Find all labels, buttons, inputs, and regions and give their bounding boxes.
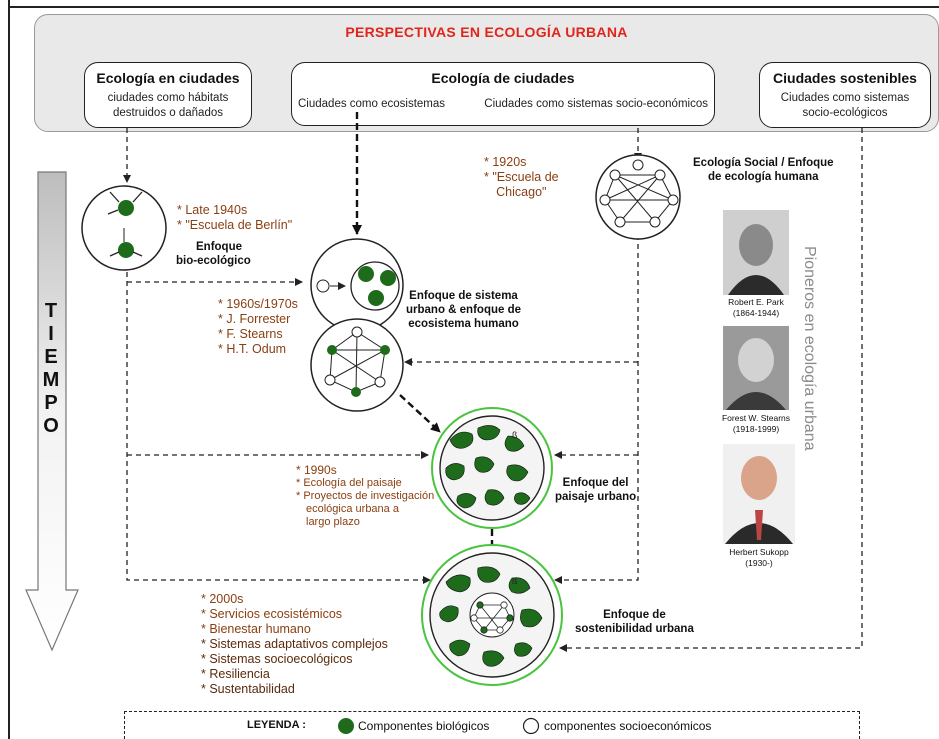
caption-forest-stearns: Forest W. Stearns (1918-1999) bbox=[710, 413, 802, 435]
era-line: * Sistemas adaptativos complejos bbox=[201, 637, 388, 651]
era-line: * Proyectos de investigación bbox=[296, 490, 435, 502]
perspective-ecologia-de-ciudades: Ecología de ciudades Ciudades como ecosi… bbox=[291, 62, 715, 126]
paisaje-urbano-circle: ß bbox=[431, 407, 553, 529]
perspective-left-subtitle: Ciudades como ecosistemas bbox=[298, 98, 446, 110]
time-label: TIEMPO bbox=[40, 300, 62, 438]
era-line: * Resiliencia bbox=[201, 667, 270, 681]
legend-bio-label: Componentes biológicos bbox=[358, 719, 490, 733]
label-enfoque-bio-ecologico: Enfoque bio-ecológico bbox=[176, 240, 251, 268]
label-line: bio-ecológico bbox=[176, 255, 251, 267]
label-enfoque-sostenibilidad: Enfoque de sostenibilidad urbana bbox=[575, 608, 694, 636]
label-line: ecosistema humano bbox=[408, 318, 519, 330]
era-line: * Bienestar humano bbox=[201, 622, 311, 636]
label-line: urbano & enfoque de bbox=[406, 304, 521, 316]
legend-box bbox=[124, 711, 860, 739]
caption-name: Herbert Sukopp bbox=[729, 547, 789, 557]
era-2000s: * 2000s * Servicios ecosistémicos * Bien… bbox=[201, 592, 388, 697]
perspective-ecologia-en-ciudades: Ecología en ciudades ciudades como hábit… bbox=[84, 62, 252, 128]
era-line: * "Escuela de Berlín" bbox=[177, 218, 293, 232]
time-arrow bbox=[25, 171, 79, 652]
caption-years: (1930-) bbox=[745, 558, 773, 568]
perspective-title: Ciudades sostenibles bbox=[773, 70, 917, 86]
pioneers-label: Pioneros en ecología urbana bbox=[800, 246, 824, 476]
era-1920s: * 1920s * "Escuela de Chicago" bbox=[484, 155, 559, 200]
era-line: * Sistemas socioecológicos bbox=[201, 652, 353, 666]
perspective-title: Ecología de ciudades bbox=[431, 70, 575, 86]
perspective-ciudades-sostenibles: Ciudades sostenibles Ciudades como siste… bbox=[759, 62, 931, 128]
caption-robert-park: Robert E. Park (1864-1944) bbox=[710, 297, 802, 319]
caption-years: (1864-1944) bbox=[732, 308, 780, 318]
ecosistema-humano-circle bbox=[310, 318, 404, 412]
perspective-subtitle-2: socio-ecológicos bbox=[802, 107, 888, 119]
svg-text:ß: ß bbox=[512, 576, 518, 586]
caption-name: Robert E. Park bbox=[728, 297, 784, 307]
era-line: * H.T. Odum bbox=[218, 342, 287, 356]
era-1990s: * 1990s * Ecología del paisaje * Proyect… bbox=[296, 464, 434, 529]
pioneers-label-text: Pioneros en ecología urbana bbox=[801, 246, 818, 451]
photo-robert-park bbox=[723, 210, 789, 295]
sistema-urbano-circle bbox=[310, 238, 404, 332]
label-line: Enfoque del bbox=[562, 477, 629, 489]
perspective-subtitle-2: destruidos o dañados bbox=[113, 107, 223, 119]
era-line: * J. Forrester bbox=[218, 312, 291, 326]
label-line: paisaje urbano bbox=[555, 491, 637, 503]
label-line: Ecología Social / Enfoque bbox=[693, 157, 834, 169]
era-1960s: * 1960s/1970s * J. Forrester * F. Stearn… bbox=[218, 297, 298, 357]
caption-herbert-sukopp: Herbert Sukopp (1930-) bbox=[713, 547, 805, 569]
era-line: * 2000s bbox=[201, 592, 244, 606]
label-line: Enfoque de bbox=[603, 609, 666, 621]
era-line: ecológica urbana a bbox=[306, 503, 399, 515]
legend-white-circle bbox=[522, 717, 540, 735]
era-line: * 1960s/1970s bbox=[218, 297, 298, 311]
legend-green-circle bbox=[338, 718, 354, 734]
label-enfoque-paisaje: Enfoque del paisaje urbano bbox=[555, 476, 636, 504]
era-line: * 1990s bbox=[296, 463, 337, 477]
perspective-subtitle-1: ciudades como hábitats bbox=[107, 92, 229, 104]
svg-text:ß: ß bbox=[512, 430, 518, 440]
era-line: * 1920s bbox=[484, 155, 527, 169]
label-line: de ecología humana bbox=[708, 171, 819, 183]
label-line: sostenibilidad urbana bbox=[575, 623, 694, 635]
era-line: * "Escuela de bbox=[484, 170, 559, 184]
photo-forest-stearns bbox=[723, 326, 789, 410]
era-line: * Servicios ecosistémicos bbox=[201, 607, 343, 621]
era-line: largo plazo bbox=[306, 516, 360, 528]
photo-herbert-sukopp bbox=[723, 444, 795, 544]
perspective-title: Ecología en ciudades bbox=[96, 70, 240, 86]
dashed-connectors bbox=[123, 128, 863, 652]
main-title: PERSPECTIVAS EN ECOLOGÍA URBANA bbox=[345, 24, 628, 40]
bio-ecologico-circle bbox=[81, 185, 167, 271]
legend-socio-label: componentes socioeconómicos bbox=[544, 719, 712, 733]
sostenibilidad-circle: ß bbox=[421, 544, 563, 686]
perspective-right-subtitle: Ciudades como sistemas socio-económicos bbox=[484, 98, 708, 110]
caption-years: (1918-1999) bbox=[732, 424, 780, 434]
top-border bbox=[8, 6, 939, 8]
era-line: * Late 1940s bbox=[177, 203, 248, 217]
caption-name: Forest W. Stearns bbox=[721, 413, 791, 423]
era-line: * Sustentabilidad bbox=[201, 682, 295, 696]
perspective-subtitle-1: Ciudades como sistemas bbox=[780, 92, 910, 104]
era-1940s: * Late 1940s * "Escuela de Berlín" bbox=[177, 203, 292, 233]
label-enfoque-sistema-urbano: Enfoque de sistema urbano & enfoque de e… bbox=[406, 289, 521, 331]
label-line: Enfoque bbox=[196, 241, 242, 253]
ecologia-social-circle bbox=[595, 154, 681, 240]
legend-title: LEYENDA : bbox=[247, 719, 306, 731]
label-ecologia-social: Ecología Social / Enfoque de ecología hu… bbox=[693, 156, 834, 184]
left-border bbox=[8, 0, 10, 739]
era-line: * Ecología del paisaje bbox=[296, 477, 402, 489]
era-line: Chicago" bbox=[496, 185, 547, 199]
label-line: Enfoque de sistema bbox=[409, 290, 518, 302]
era-line: * F. Stearns bbox=[218, 327, 283, 341]
